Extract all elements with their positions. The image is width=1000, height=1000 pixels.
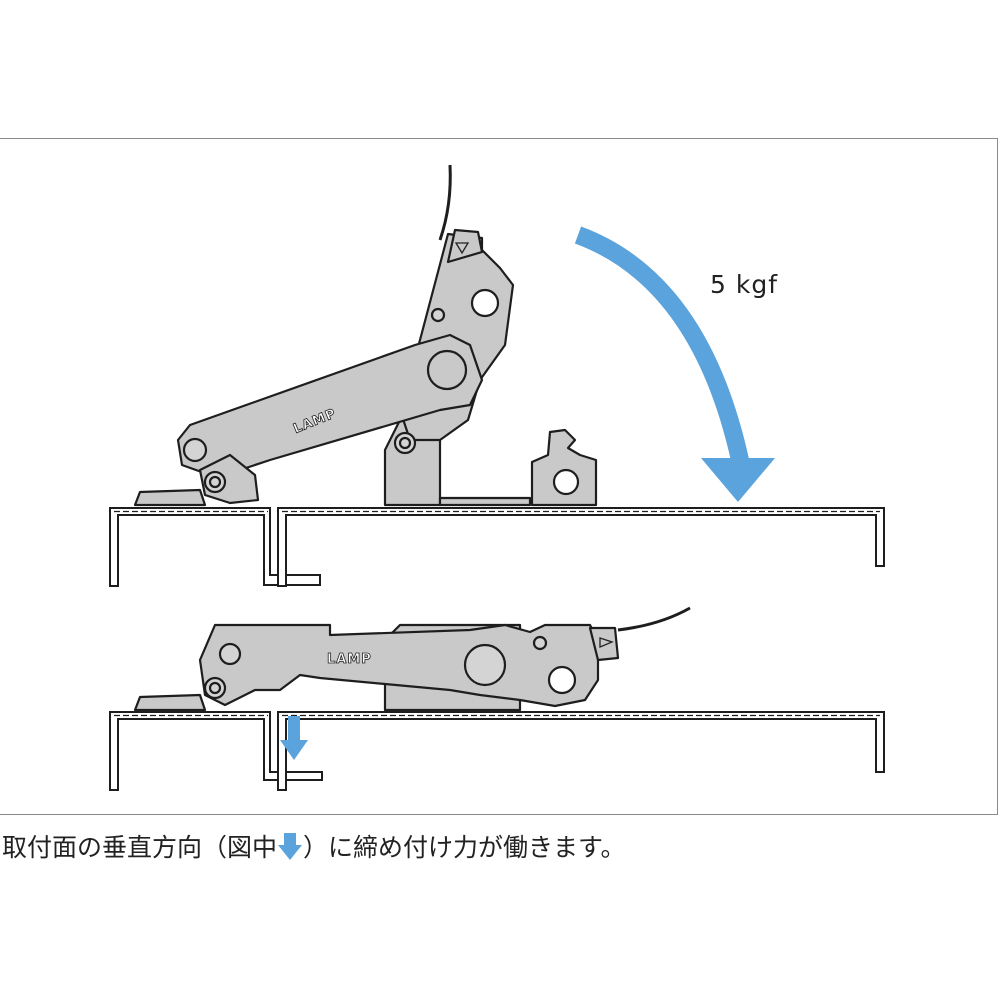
- upper-latch: LAMP: [133, 164, 598, 507]
- caption: 取付面の垂直方向（図中 ）に締め付け力が働きます。: [2, 828, 626, 864]
- lower-latch: LAMP: [133, 606, 691, 712]
- lower-mounting-plates: [109, 711, 885, 791]
- caption-text-before: 取付面の垂直方向（図中: [2, 833, 278, 862]
- down-arrow-icon: [278, 833, 303, 860]
- logo-text-lower: LAMP: [327, 652, 372, 667]
- diagram-frame: [0, 138, 998, 815]
- caption-text-after: ）に締め付け力が働きます。: [303, 833, 626, 862]
- clamp-direction-arrow-icon: [280, 716, 308, 760]
- force-arrow-icon: [574, 226, 775, 502]
- force-label: 5 kgf: [710, 270, 779, 299]
- upper-mounting-plates: [109, 507, 885, 587]
